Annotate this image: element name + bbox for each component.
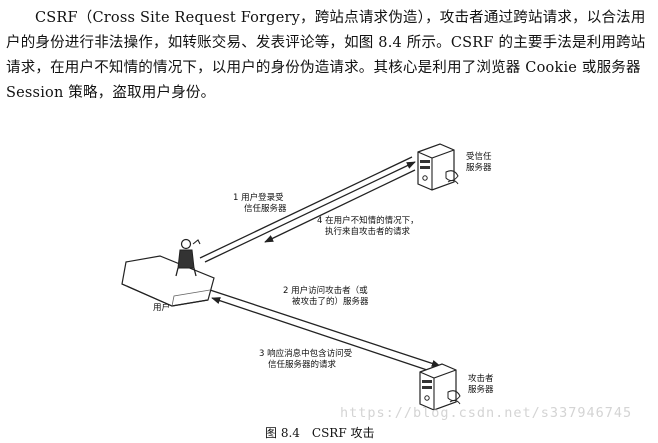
caption-number: 图 8.4 <box>265 426 300 440</box>
user-label: 用户 <box>153 303 171 313</box>
watermark: https://blog.csdn.net/s337946745 <box>340 405 633 421</box>
attacker-server-icon <box>419 363 461 411</box>
caption-title: CSRF 攻击 <box>311 426 375 440</box>
trusted-server-label: 受信任 服务器 <box>466 152 492 174</box>
arrow-step4 <box>264 169 416 243</box>
user-workstation-icon <box>121 238 215 307</box>
step3-label: 3 响应消息中包含访问受 信任服务器的请求 <box>259 349 352 371</box>
arrow-step1 <box>199 156 416 263</box>
step4-label: 4 在用户不知情的情况下， 执行来自攻击者的请求 <box>317 216 419 238</box>
step4-label-line2: 执行来自攻击者的请求 <box>325 227 411 237</box>
attacker-server-label: 攻击者 服务器 <box>468 374 494 396</box>
attacker-server-label-line1: 攻击者 <box>468 374 494 384</box>
step3-label-line1: 3 响应消息中包含访问受 <box>259 349 353 359</box>
figure-caption: 图 8.4 CSRF 攻击 <box>265 424 387 441</box>
step1-label-line1: 1 用户登录受 <box>233 193 284 203</box>
step1-label: 1 用户登录受 信任服务器 <box>233 193 287 215</box>
step2-label-line1: 2 用户访问攻击者（或 <box>283 286 368 296</box>
step2-label-line2: 被攻击了的）服务器 <box>292 297 369 307</box>
step3-label-line2: 信任服务器的请求 <box>268 360 337 370</box>
arrow-step3 <box>211 297 437 374</box>
step1-label-line2: 信任服务器 <box>244 204 287 214</box>
trusted-server-label-line1: 受信任 <box>466 152 492 162</box>
step2-label: 2 用户访问攻击者（或 被攻击了的）服务器 <box>283 286 369 308</box>
arrow-step2 <box>209 289 441 367</box>
trusted-server-label-line2: 服务器 <box>466 163 492 173</box>
attacker-server-label-line2: 服务器 <box>468 385 494 395</box>
step4-label-line1: 4 在用户不知情的情况下， <box>317 216 419 226</box>
trusted-server-icon <box>417 143 459 191</box>
body-paragraph: CSRF（Cross Site Request Forgery，跨站点请求伪造）… <box>6 10 646 101</box>
